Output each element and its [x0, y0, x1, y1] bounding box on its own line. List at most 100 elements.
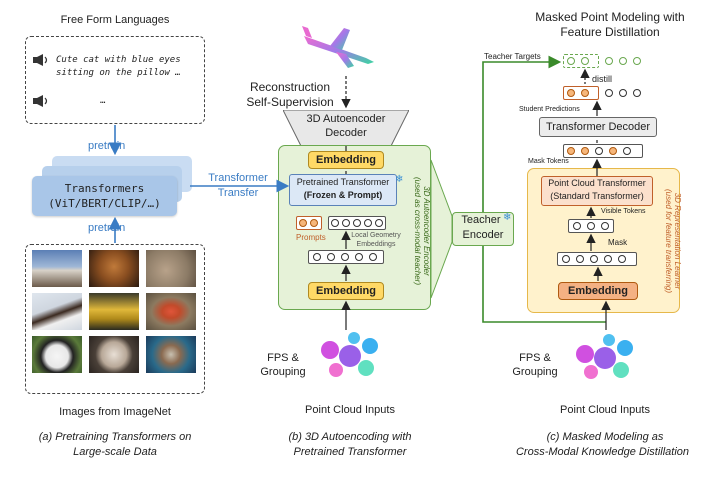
geometry-token: [375, 219, 383, 227]
embedding-bottom: Embedding: [308, 282, 384, 300]
teacher-target-token: [619, 57, 627, 65]
teacher-encoder-line-1: Teacher: [461, 214, 501, 226]
student-token: [581, 89, 589, 97]
mask-token: [567, 147, 575, 155]
embedded-token: [590, 255, 598, 263]
transfer-label-line-1: Transformer: [208, 172, 268, 184]
teacher-target-token: [581, 57, 589, 65]
student-token: [633, 89, 641, 97]
transformers-title: Transformers: [64, 182, 145, 195]
teacher-target-token: [605, 57, 613, 65]
visible-token: [587, 222, 595, 230]
distill-label: distill: [592, 74, 613, 84]
reconstruction-label-line-1: Reconstruction: [249, 80, 331, 94]
visible-tokens-label: Visible Tokens: [601, 208, 646, 215]
caption-b-line-1: (b) 3D Autoencoding with: [288, 431, 412, 443]
input-token: [313, 253, 321, 261]
panel-c-title-line-1: Masked Point Modeling with: [535, 10, 685, 24]
teacher-targets-label: Teacher Targets: [484, 52, 541, 61]
local-geometry-label-line-2: Embeddings: [356, 241, 396, 248]
language-text-1-line-1: Cute cat with blue eyes: [56, 55, 181, 65]
student-token: [619, 89, 627, 97]
mask-label: Mask: [608, 238, 628, 247]
local-geometry-label-line-1: Local Geometry: [351, 232, 401, 239]
caption-c-line-2: Cross-Modal Knowledge Distillation: [515, 446, 690, 458]
car-image: [89, 293, 139, 330]
mask-token: [609, 147, 617, 155]
airplane-image: [300, 22, 380, 70]
input-token: [355, 253, 363, 261]
input-token: [369, 253, 377, 261]
teacher-target-token: [567, 57, 575, 65]
student-token: [605, 89, 613, 97]
pretrained-transformer-box: [289, 174, 397, 206]
decoder-label-line-2: Decoder: [325, 127, 367, 139]
images-label: Images from ImageNet: [59, 406, 171, 418]
panel-c-title-line-2: Feature Distillation: [560, 25, 660, 39]
panda-image: [32, 336, 82, 373]
pct-line-1: Point Cloud Transformer: [548, 178, 646, 188]
mountain-image: [32, 250, 82, 287]
pct-line-2: (Standard Transformer): [550, 191, 644, 201]
transformer-decoder-box: Transformer Decoder: [539, 117, 657, 137]
free-form-languages-title: Free Form Languages: [60, 14, 170, 26]
transfer-label-line-2: Transfer: [217, 187, 259, 199]
visible-token: [623, 147, 631, 155]
dog-image: [89, 250, 139, 287]
point-cloud-image: [565, 332, 645, 384]
student-token: [567, 89, 575, 97]
teacher-target-token: [633, 57, 641, 65]
geometry-token: [331, 219, 339, 227]
fps-grouping-c-line-1: FPS &: [519, 352, 551, 364]
language-box: [25, 36, 205, 124]
prompt-token: [299, 219, 307, 227]
embedded-token: [562, 255, 570, 263]
transformers-box: [32, 176, 177, 216]
pretrained-transformer-line-1: Pretrained Transformer: [296, 177, 390, 187]
newt-image: [146, 293, 196, 330]
reconstruction-label-line-2: Self-Supervision: [246, 95, 334, 109]
embedding-c: Embedding: [558, 282, 638, 300]
geometry-token: [364, 219, 372, 227]
mask-token: [581, 147, 589, 155]
visible-token: [573, 222, 581, 230]
pretrained-transformer-line-2: (Frozen & Prompt): [303, 190, 383, 200]
transformers-subtitle: (ViT/BERT/CLIP/…): [48, 197, 161, 210]
point-cloud-inputs-c: Point Cloud Inputs: [560, 404, 650, 416]
language-text-2: …: [100, 96, 106, 106]
point-cloud-image: [310, 330, 390, 382]
input-token: [327, 253, 335, 261]
caption-a-line-1: (a) Pretraining Transformers on: [38, 431, 192, 443]
fps-grouping-b-line-1: FPS &: [267, 352, 299, 364]
point-cloud-inputs-b: Point Cloud Inputs: [305, 404, 395, 416]
embedded-token: [618, 255, 626, 263]
caption-b-line-2: Pretrained Transformer: [293, 446, 407, 458]
speaker-icon: [33, 53, 49, 66]
teacher-encoder-line-2: Encoder: [462, 229, 504, 241]
fps-grouping-b-line-2: Grouping: [260, 366, 306, 378]
decoder-label-line-1: 3D Autoencoder: [306, 113, 386, 125]
visible-token: [601, 222, 609, 230]
visible-token: [595, 147, 603, 155]
point-cloud-transformer-box: [541, 176, 653, 206]
language-text-1-line-2: sitting on the pillow …: [56, 68, 181, 78]
input-token: [341, 253, 349, 261]
fps-grouping-c-line-2: Grouping: [512, 366, 558, 378]
caption-a-line-2: Large-scale Data: [73, 446, 157, 458]
cat-image: [89, 336, 139, 373]
caption-c-line-1: (c) Masked Modeling as: [546, 431, 664, 443]
eagle-image: [32, 293, 82, 330]
lizard-image: [146, 250, 196, 287]
student-predictions-label: Student Predictions: [519, 106, 580, 113]
fish-image: [146, 336, 196, 373]
embedding-top: Embedding: [308, 151, 384, 169]
geometry-token: [353, 219, 361, 227]
imagenet-box: [25, 244, 205, 394]
embedded-token: [576, 255, 584, 263]
prompt-token: [310, 219, 318, 227]
snowflake-icon: ❄: [395, 174, 404, 185]
speaker-icon: [33, 94, 49, 107]
embedded-token: [604, 255, 612, 263]
geometry-token: [342, 219, 350, 227]
